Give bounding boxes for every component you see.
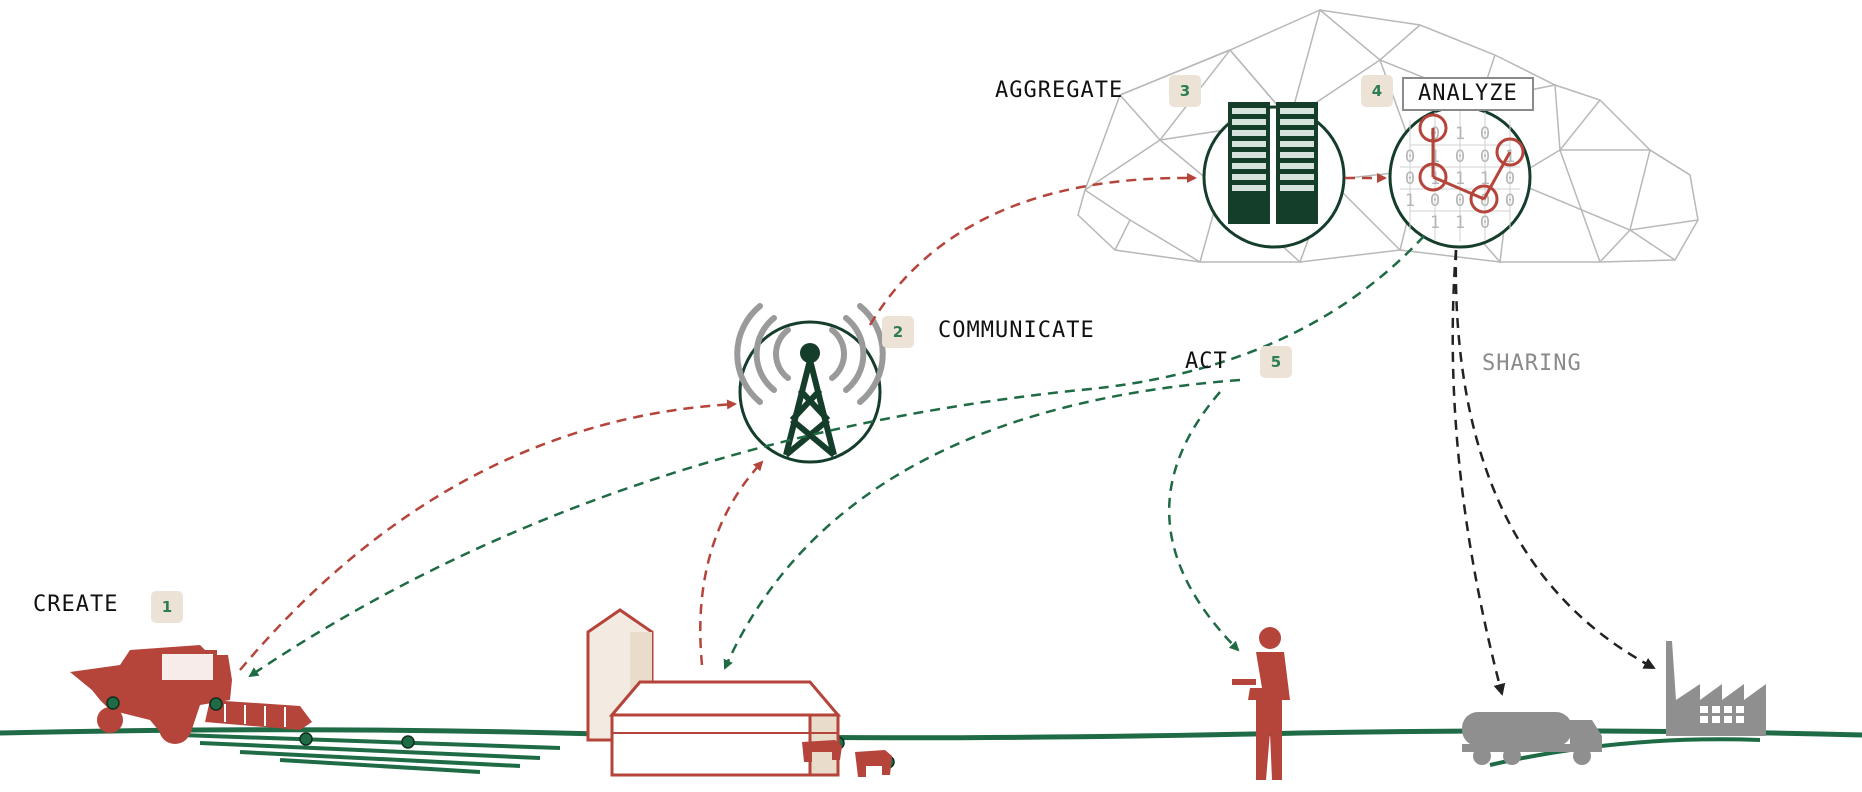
step-1-badge: 1	[151, 591, 183, 623]
tanker-truck-icon	[1462, 712, 1602, 765]
field-rows	[179, 733, 561, 774]
binary-digit: 0	[1480, 147, 1490, 167]
factory-icon	[1666, 641, 1766, 736]
step-act-label: ACT	[1185, 349, 1228, 374]
binary-digit: 0	[1455, 147, 1465, 167]
server-rack-icon	[1202, 102, 1346, 249]
binary-digit: 1	[1455, 169, 1465, 189]
binary-digit: 1	[1455, 124, 1465, 144]
binary-digit: 0	[1405, 147, 1415, 167]
binary-digit: 0	[1480, 191, 1490, 211]
sharing-label: SHARING	[1482, 351, 1582, 376]
radio-tower-icon	[734, 303, 886, 464]
combine-harvester-icon	[70, 645, 312, 744]
step-create-label: CREATE	[33, 592, 119, 617]
step-communicate-label: COMMUNICATE	[938, 318, 1095, 343]
green-act-arrows	[248, 235, 1425, 678]
farmer-tablet-icon	[1232, 627, 1290, 780]
step-2-badge: 2	[882, 316, 914, 348]
step-5-badge: 5	[1260, 346, 1292, 378]
binary-digit: 0	[1405, 169, 1415, 189]
step-aggregate-label: AGGREGATE	[995, 78, 1124, 103]
binary-digit: 1	[1405, 191, 1415, 211]
step-analyze-label: ANALYZE	[1402, 77, 1534, 111]
binary-digit: 1	[1505, 147, 1515, 167]
step-4-badge: 4	[1361, 75, 1393, 107]
binary-digit: 0	[1455, 191, 1465, 211]
binary-digit: 0	[1505, 169, 1515, 189]
binary-digit: 0	[1480, 124, 1490, 144]
binary-digit: 1	[1455, 213, 1465, 233]
step-3-badge: 3	[1169, 75, 1201, 107]
cloud-mesh-icon	[1077, 8, 1699, 264]
red-flow-arrows	[239, 172, 1387, 671]
binary-digit: 1	[1480, 169, 1490, 189]
binary-digit: 0	[1430, 124, 1440, 144]
binary-digit: 0	[1505, 191, 1515, 211]
barn-silo-icon	[586, 608, 842, 777]
field-arc	[1489, 737, 1761, 767]
cow-icons	[802, 740, 892, 777]
binary-digit: 1	[1430, 147, 1440, 167]
sharing-arrows	[1451, 249, 1656, 696]
binary-digit: 1	[1430, 213, 1440, 233]
binary-digit: 0	[1480, 213, 1490, 233]
binary-digit: 0	[1430, 191, 1440, 211]
